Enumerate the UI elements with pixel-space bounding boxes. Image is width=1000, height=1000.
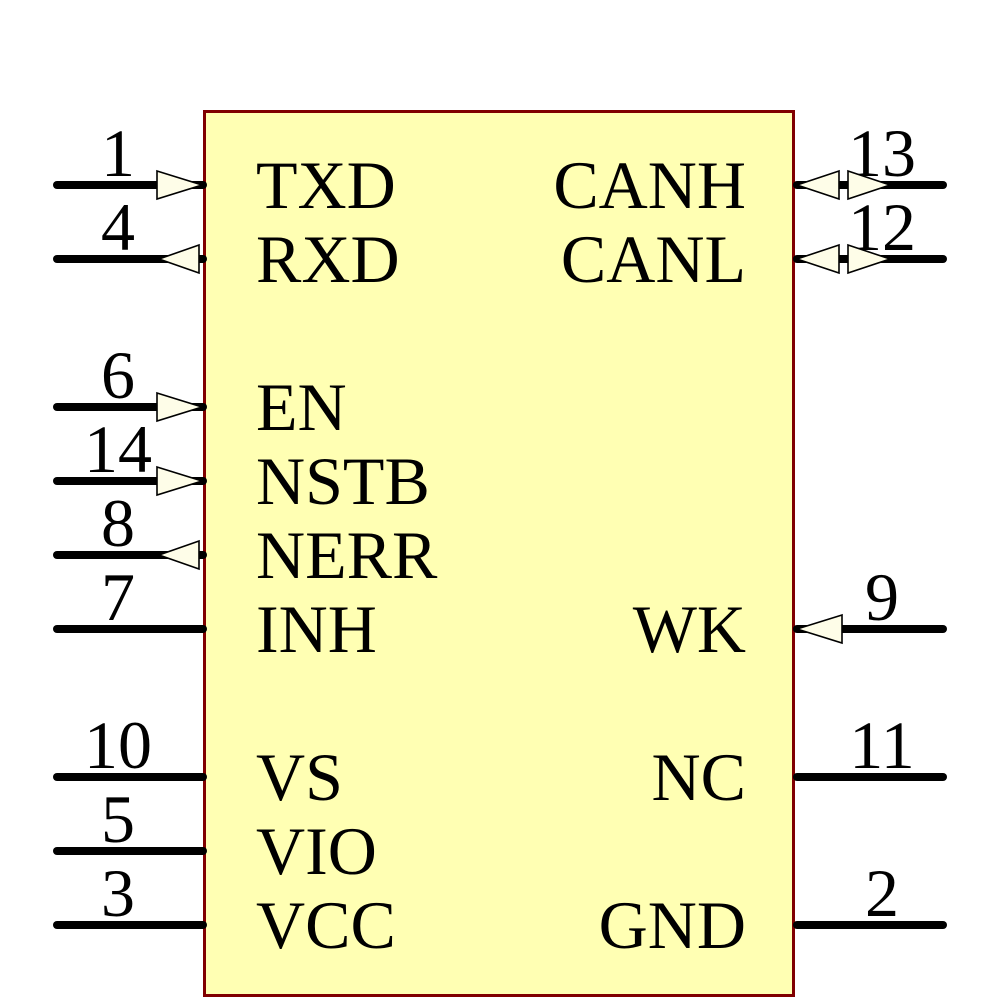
pin-number-vio: 5: [101, 781, 135, 857]
pin-number-gnd: 2: [865, 855, 899, 931]
pin-number-wk: 9: [865, 559, 899, 635]
bidirectional-arrow-right-icon: [847, 243, 891, 275]
pin-number-nstb: 14: [84, 411, 152, 487]
pin-label-vs: VS: [256, 739, 343, 815]
pin-number-vs: 10: [84, 707, 152, 783]
pin-label-vio: VIO: [256, 813, 377, 889]
pin-label-vcc: VCC: [256, 887, 396, 963]
pin-label-nstb: NSTB: [256, 443, 430, 519]
pin-number-vcc: 3: [101, 855, 135, 931]
pin-label-canl: CANL: [560, 221, 746, 297]
input-arrow-icon: [796, 613, 843, 645]
pin-wire-en: [53, 403, 207, 411]
pin-wire-txd: [53, 181, 207, 189]
pin-number-txd: 1: [101, 115, 135, 191]
pin-wire-nstb: [53, 477, 207, 485]
pin-number-inh: 7: [101, 559, 135, 635]
pin-label-rxd: RXD: [256, 221, 400, 297]
output-arrow-icon: [158, 539, 200, 571]
bidirectional-arrow-left-icon: [796, 243, 840, 275]
pin-wire-rxd: [53, 255, 207, 263]
input-arrow-icon: [156, 465, 204, 497]
pin-label-inh: INH: [256, 591, 377, 667]
pin-label-wk: WK: [632, 591, 746, 667]
pin-number-rxd: 4: [101, 189, 135, 265]
bidirectional-arrow-right-icon: [847, 169, 891, 201]
pin-wire-vs: [53, 773, 207, 781]
pin-label-gnd: GND: [598, 887, 746, 963]
pin-wire-vio: [53, 847, 207, 855]
pin-number-nc: 11: [849, 707, 915, 783]
pin-label-nc: NC: [651, 739, 746, 815]
ic-body: [203, 110, 795, 997]
pin-label-en: EN: [256, 369, 347, 445]
pin-label-txd: TXD: [256, 147, 396, 223]
output-arrow-icon: [158, 243, 200, 275]
pin-label-nerr: NERR: [256, 517, 438, 593]
bidirectional-arrow-left-icon: [796, 169, 840, 201]
pin-wire-nc: [793, 773, 947, 781]
pin-number-nerr: 8: [101, 485, 135, 561]
pin-number-en: 6: [101, 337, 135, 413]
pin-wire-nerr: [53, 551, 207, 559]
input-arrow-icon: [156, 169, 204, 201]
input-arrow-icon: [156, 391, 204, 423]
pin-wire-wk: [793, 625, 947, 633]
pin-wire-vcc: [53, 921, 207, 929]
pin-label-canh: CANH: [553, 147, 746, 223]
pin-wire-inh: [53, 625, 207, 633]
pin-wire-gnd: [793, 921, 947, 929]
